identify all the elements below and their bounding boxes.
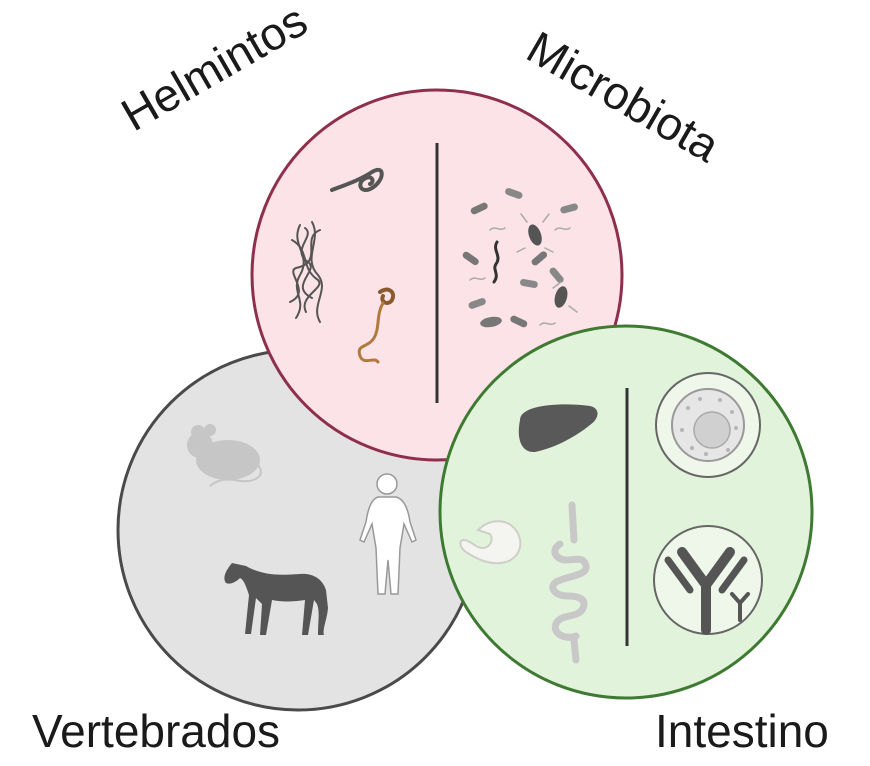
label-intestino: Intestino (655, 704, 829, 758)
label-vertebrados: Vertebrados (32, 704, 280, 758)
antibody-icon (654, 526, 762, 634)
immune-cell-icon (656, 373, 760, 477)
